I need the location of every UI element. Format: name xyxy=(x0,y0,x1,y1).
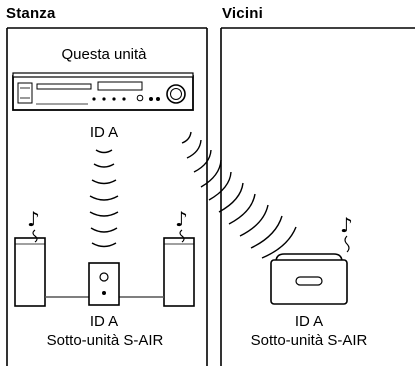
speaker-icon-right xyxy=(163,237,195,307)
music-note-icon-left: ♪ xyxy=(27,207,40,243)
speaker-icon-left xyxy=(14,237,46,307)
wireless-signal-icon-neighbor xyxy=(181,131,297,259)
room-header-vicini: Vicini xyxy=(222,5,263,22)
svg-text:♪: ♪ xyxy=(27,207,40,231)
music-note-icon-right: ♪ xyxy=(175,207,188,243)
wireless-signal-icon-down xyxy=(89,149,119,248)
main-unit-icon xyxy=(12,72,194,111)
main-unit-id: ID A xyxy=(89,124,119,141)
sub-unit-id-neighbor: ID A xyxy=(294,313,324,330)
sub-unit-icon-neighbor xyxy=(270,253,348,305)
music-note-icon-neighbor: ♪ xyxy=(340,213,353,253)
room-right-frame xyxy=(220,27,415,366)
main-unit-label: Questa unità xyxy=(61,46,147,63)
sub-unit-label-left: Sotto-unità S-AIR xyxy=(46,332,164,349)
svg-text:♪: ♪ xyxy=(340,213,353,237)
room-header-stanza: Stanza xyxy=(6,5,56,22)
svg-text:♪: ♪ xyxy=(175,207,188,231)
sub-unit-icon-left xyxy=(88,262,120,306)
sub-unit-label-neighbor: Sotto-unità S-AIR xyxy=(250,332,368,349)
sub-unit-id-left: ID A xyxy=(89,313,119,330)
room-left-frame xyxy=(6,27,208,366)
